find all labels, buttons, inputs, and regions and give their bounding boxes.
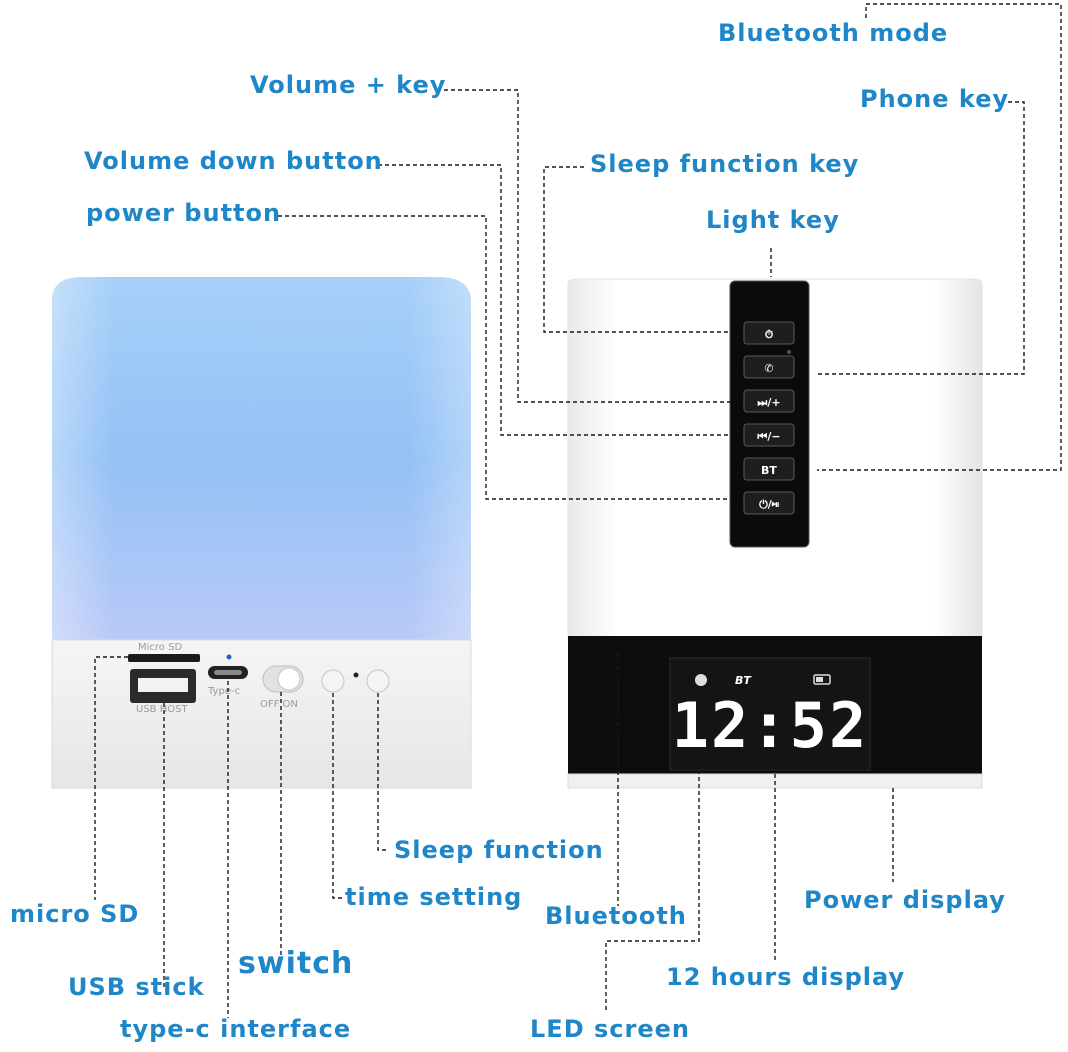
- alarm-indicator-icon: [695, 674, 707, 686]
- label-12-hours-display: 12 hours display: [666, 963, 906, 991]
- label-time-setting: time setting: [345, 883, 523, 911]
- usb-host-print: USB HOST: [136, 704, 188, 715]
- leader-sleep-function: [377, 693, 388, 851]
- clock-digits: 12:52: [672, 689, 869, 762]
- label-power-display: Power display: [804, 886, 1006, 914]
- volume-up-key: [743, 389, 795, 413]
- bt-indicator: BT: [735, 674, 752, 687]
- phone-key: [743, 355, 795, 379]
- leader-sleep-key: [543, 166, 731, 333]
- leader-led-screen: [605, 770, 700, 1010]
- power-key: [743, 491, 795, 515]
- micro-sd-print: Micro SD: [138, 642, 182, 653]
- label-phone-key: Phone key: [860, 85, 1010, 113]
- leader-micro-sd: [94, 656, 128, 900]
- bt-key: [743, 457, 795, 481]
- power-key-glyph: ⏻/⏯: [759, 498, 780, 511]
- leader-volume-plus: [444, 89, 731, 403]
- mic-hole: [787, 350, 791, 354]
- leader-bluetooth-mode: [817, 3, 1062, 471]
- label-usb-stick: USB stick: [68, 973, 205, 1001]
- leader-lines: [94, 3, 1062, 1018]
- lamp-base: [51, 639, 472, 789]
- battery-indicator-fill: [816, 677, 823, 682]
- label-bluetooth-mode: Bluetooth mode: [718, 19, 949, 47]
- volume-down-key-glyph: ⏮/−: [757, 430, 780, 443]
- label-sleep-function: Sleep function: [394, 836, 604, 864]
- time-setting-button: [321, 669, 345, 693]
- charge-led: [226, 654, 232, 660]
- label-micro-sd: micro SD: [10, 900, 140, 928]
- leader-phone-key: [817, 101, 1025, 375]
- volume-up-key-glyph: ⏭/+: [757, 396, 780, 409]
- sleep-button: [366, 669, 390, 693]
- lamp-shade-highlight: [52, 277, 471, 640]
- type-c-port-inner: [214, 670, 242, 675]
- indicator-dot: [353, 672, 359, 678]
- sleep-key: [743, 321, 795, 345]
- type-c-print: Type-c: [207, 686, 240, 697]
- label-volume-plus-key: Volume + key: [250, 71, 447, 99]
- label-bluetooth: Bluetooth: [545, 902, 687, 930]
- leader-time-setting: [332, 693, 343, 899]
- micro-sd-slot: [128, 654, 200, 662]
- switch-print: OFF ON: [260, 699, 298, 710]
- usb-port-inner: [138, 678, 188, 692]
- bt-key-glyph: BT: [761, 464, 777, 477]
- sleep-key-glyph: ⏱: [765, 328, 774, 341]
- phone-key-glyph: ✆: [764, 362, 773, 375]
- battery-indicator-icon: [813, 674, 831, 685]
- right-clock-device: ⏱ ✆ ⏭/+ ⏮/− BT ⏻/⏯ BT 12:52: [567, 278, 983, 789]
- label-light-key: Light key: [706, 206, 840, 234]
- volume-down-key: [743, 423, 795, 447]
- label-led-screen: LED screen: [530, 1015, 690, 1043]
- label-type-c-interface: type-c interface: [120, 1015, 352, 1043]
- label-sleep-function-key: Sleep function key: [590, 150, 860, 178]
- panel-buttons: ⏱ ✆ ⏭/+ ⏮/− BT ⏻/⏯: [743, 321, 795, 515]
- left-lamp-device: Micro SD USB HOST Type-c OFF ON: [51, 277, 472, 789]
- label-volume-down-button: Volume down button: [84, 147, 383, 175]
- label-power-button: power button: [86, 199, 282, 227]
- label-switch: switch: [238, 946, 354, 981]
- power-switch-knob: [277, 667, 301, 691]
- leader-volume-down: [378, 164, 731, 436]
